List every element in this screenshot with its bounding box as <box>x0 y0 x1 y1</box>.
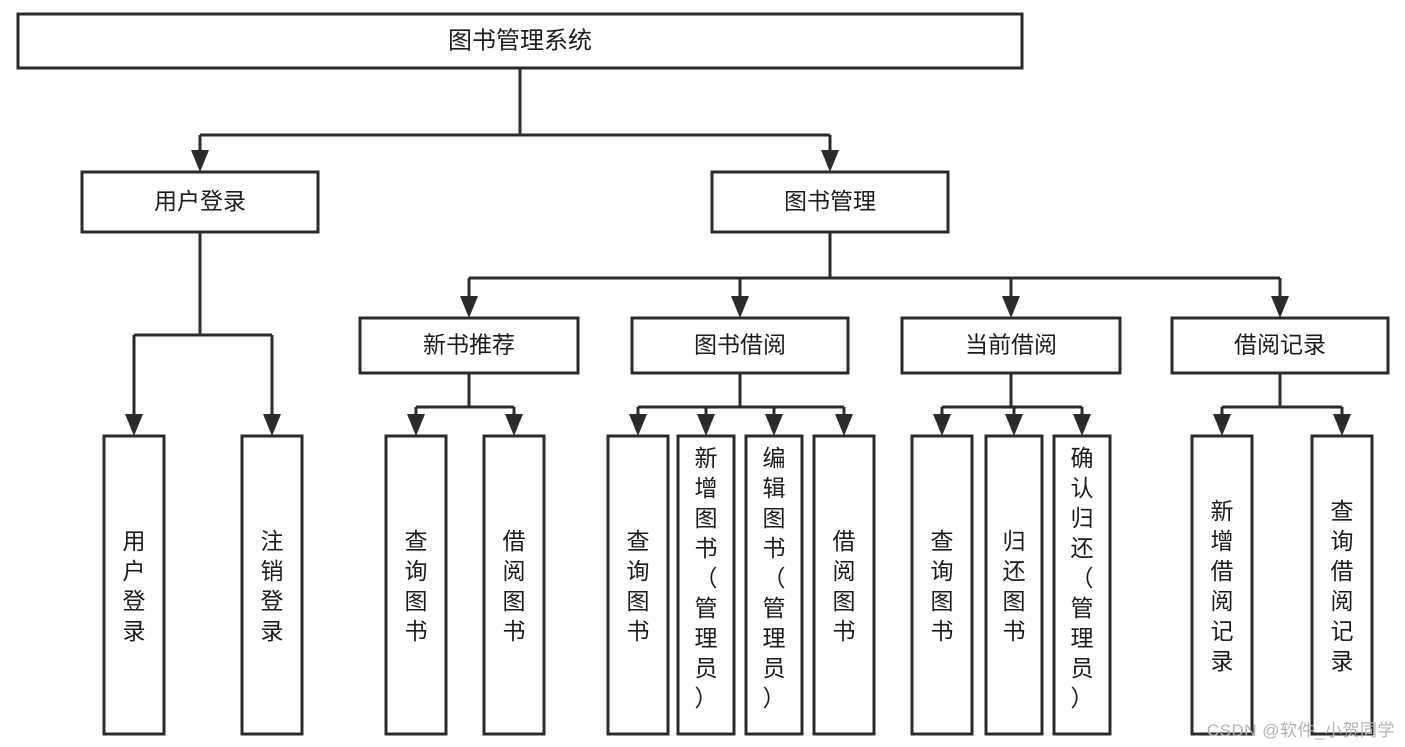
level3-node-new-book-rec-rect <box>358 316 580 375</box>
arrow-head-icon <box>1002 296 1020 318</box>
leaf-node-leaf-edit-book[interactable]: 编辑图书（管理员） <box>744 434 804 736</box>
leaf-node-leaf-user-logout[interactable]: 注销登录 <box>240 434 304 736</box>
diagram-nodes: 图书管理系统用户登录图书管理新书推荐图书借阅当前借阅借阅记录用户登录注销登录查询… <box>16 12 1390 736</box>
arrow-head-icon <box>821 150 839 172</box>
level3-node-new-book-rec[interactable]: 新书推荐 <box>358 316 580 375</box>
level3-node-borrow-record[interactable]: 借阅记录 <box>1170 316 1390 375</box>
level3-node-current-borrow[interactable]: 当前借阅 <box>900 316 1122 375</box>
level3-node-new-book-rec-label: 新书推荐 <box>423 332 515 358</box>
leaf-node-leaf-edit-book-rect <box>744 434 804 736</box>
connector-book-manage-to-level3 <box>460 232 1289 318</box>
arrow-head-icon <box>1073 414 1091 436</box>
leaf-node-leaf-query-record-rect <box>1310 434 1374 736</box>
leaf-node-leaf-user-login-rect <box>102 434 166 736</box>
level2-node-book-manage[interactable]: 图书管理 <box>710 170 950 234</box>
level3-node-book-borrow-rect <box>630 316 850 375</box>
leaf-node-leaf-confirm-return[interactable]: 确认归还（管理员） <box>1052 434 1112 736</box>
root-node-system-title[interactable]: 图书管理系统 <box>16 12 1024 70</box>
level3-node-current-borrow-rect <box>900 316 1122 375</box>
arrow-head-icon <box>731 296 749 318</box>
connector-current-borrow-to-leaves <box>933 373 1091 436</box>
arrow-head-icon <box>505 414 523 436</box>
leaf-node-leaf-query-book-3-rect <box>910 434 974 736</box>
level2-node-book-manage-rect <box>710 170 950 234</box>
arrow-head-icon <box>125 414 143 436</box>
level3-node-borrow-record-label: 借阅记录 <box>1234 332 1326 358</box>
leaf-node-leaf-query-book-2[interactable]: 查询图书 <box>606 434 670 736</box>
arrow-head-icon <box>460 296 478 318</box>
connector-book-borrow-to-leaves <box>629 373 853 436</box>
arrow-head-icon <box>1213 414 1231 436</box>
level2-node-user-login-rect <box>80 170 320 234</box>
arrow-head-icon <box>263 414 281 436</box>
arrow-head-icon <box>1333 414 1351 436</box>
arrow-head-icon <box>191 150 209 172</box>
leaf-node-leaf-confirm-return-label: 确认归还（管理员） <box>1071 445 1094 711</box>
leaf-node-leaf-add-book[interactable]: 新增图书（管理员） <box>676 434 736 736</box>
arrow-head-icon <box>765 414 783 436</box>
leaf-node-leaf-user-logout-rect <box>240 434 304 736</box>
leaf-node-leaf-edit-book-label: 编辑图书（管理员） <box>763 445 786 711</box>
leaf-node-leaf-add-record-label: 新增借阅记录 <box>1211 498 1234 674</box>
connector-root-to-level2 <box>191 68 839 172</box>
level3-node-book-borrow[interactable]: 图书借阅 <box>630 316 850 375</box>
level3-node-book-borrow-label: 图书借阅 <box>694 332 786 358</box>
leaf-node-leaf-query-book-2-label: 查询图书 <box>627 528 650 644</box>
leaf-node-leaf-query-book-1[interactable]: 查询图书 <box>384 434 448 736</box>
level2-node-user-login-label: 用户登录 <box>154 188 246 214</box>
arrow-head-icon <box>835 414 853 436</box>
leaf-node-leaf-borrow-book-1-label: 借阅图书 <box>503 528 526 644</box>
leaf-node-leaf-query-book-1-label: 查询图书 <box>405 528 428 644</box>
leaf-node-leaf-add-record[interactable]: 新增借阅记录 <box>1190 434 1254 736</box>
leaf-node-leaf-add-book-rect <box>676 434 736 736</box>
leaf-node-leaf-user-login-label: 用户登录 <box>123 528 146 644</box>
leaf-node-leaf-query-record[interactable]: 查询借阅记录 <box>1310 434 1374 736</box>
root-node-system-title-rect <box>16 12 1024 70</box>
leaf-node-leaf-return-book[interactable]: 归还图书 <box>984 434 1044 736</box>
leaf-node-leaf-return-book-label: 归还图书 <box>1003 528 1026 644</box>
leaf-node-leaf-borrow-book-1[interactable]: 借阅图书 <box>482 434 546 736</box>
leaf-node-leaf-borrow-book-2-rect <box>812 434 876 736</box>
connector-new-book-rec-to-leaves <box>407 373 523 436</box>
leaf-node-leaf-query-record-label: 查询借阅记录 <box>1331 498 1354 674</box>
arrow-head-icon <box>629 414 647 436</box>
level2-node-user-login[interactable]: 用户登录 <box>80 170 320 234</box>
connector-borrow-record-to-leaves <box>1213 373 1351 436</box>
connector-user-login-to-leaves <box>125 232 281 436</box>
arrow-head-icon <box>407 414 425 436</box>
level2-node-book-manage-label: 图书管理 <box>784 188 876 214</box>
arrow-head-icon <box>697 414 715 436</box>
level3-node-borrow-record-rect <box>1170 316 1390 375</box>
leaf-node-leaf-query-book-3-label: 查询图书 <box>931 528 954 644</box>
leaf-node-leaf-add-record-rect <box>1190 434 1254 736</box>
leaf-node-leaf-borrow-book-2[interactable]: 借阅图书 <box>812 434 876 736</box>
connector-lines <box>125 68 1351 436</box>
leaf-node-leaf-return-book-rect <box>984 434 1044 736</box>
root-node-system-title-label: 图书管理系统 <box>448 27 592 54</box>
leaf-node-leaf-user-login[interactable]: 用户登录 <box>102 434 166 736</box>
arrow-head-icon <box>1271 296 1289 318</box>
leaf-node-leaf-confirm-return-rect <box>1052 434 1112 736</box>
leaf-node-leaf-query-book-2-rect <box>606 434 670 736</box>
arrow-head-icon <box>1005 414 1023 436</box>
leaf-node-leaf-borrow-book-2-label: 借阅图书 <box>833 528 856 644</box>
arrow-head-icon <box>933 414 951 436</box>
leaf-node-leaf-borrow-book-1-rect <box>482 434 546 736</box>
leaf-node-leaf-add-book-label: 新增图书（管理员） <box>695 445 718 711</box>
level3-node-current-borrow-label: 当前借阅 <box>965 332 1057 358</box>
leaf-node-leaf-query-book-1-rect <box>384 434 448 736</box>
leaf-node-leaf-query-book-3[interactable]: 查询图书 <box>910 434 974 736</box>
leaf-node-leaf-user-logout-label: 注销登录 <box>261 528 284 644</box>
